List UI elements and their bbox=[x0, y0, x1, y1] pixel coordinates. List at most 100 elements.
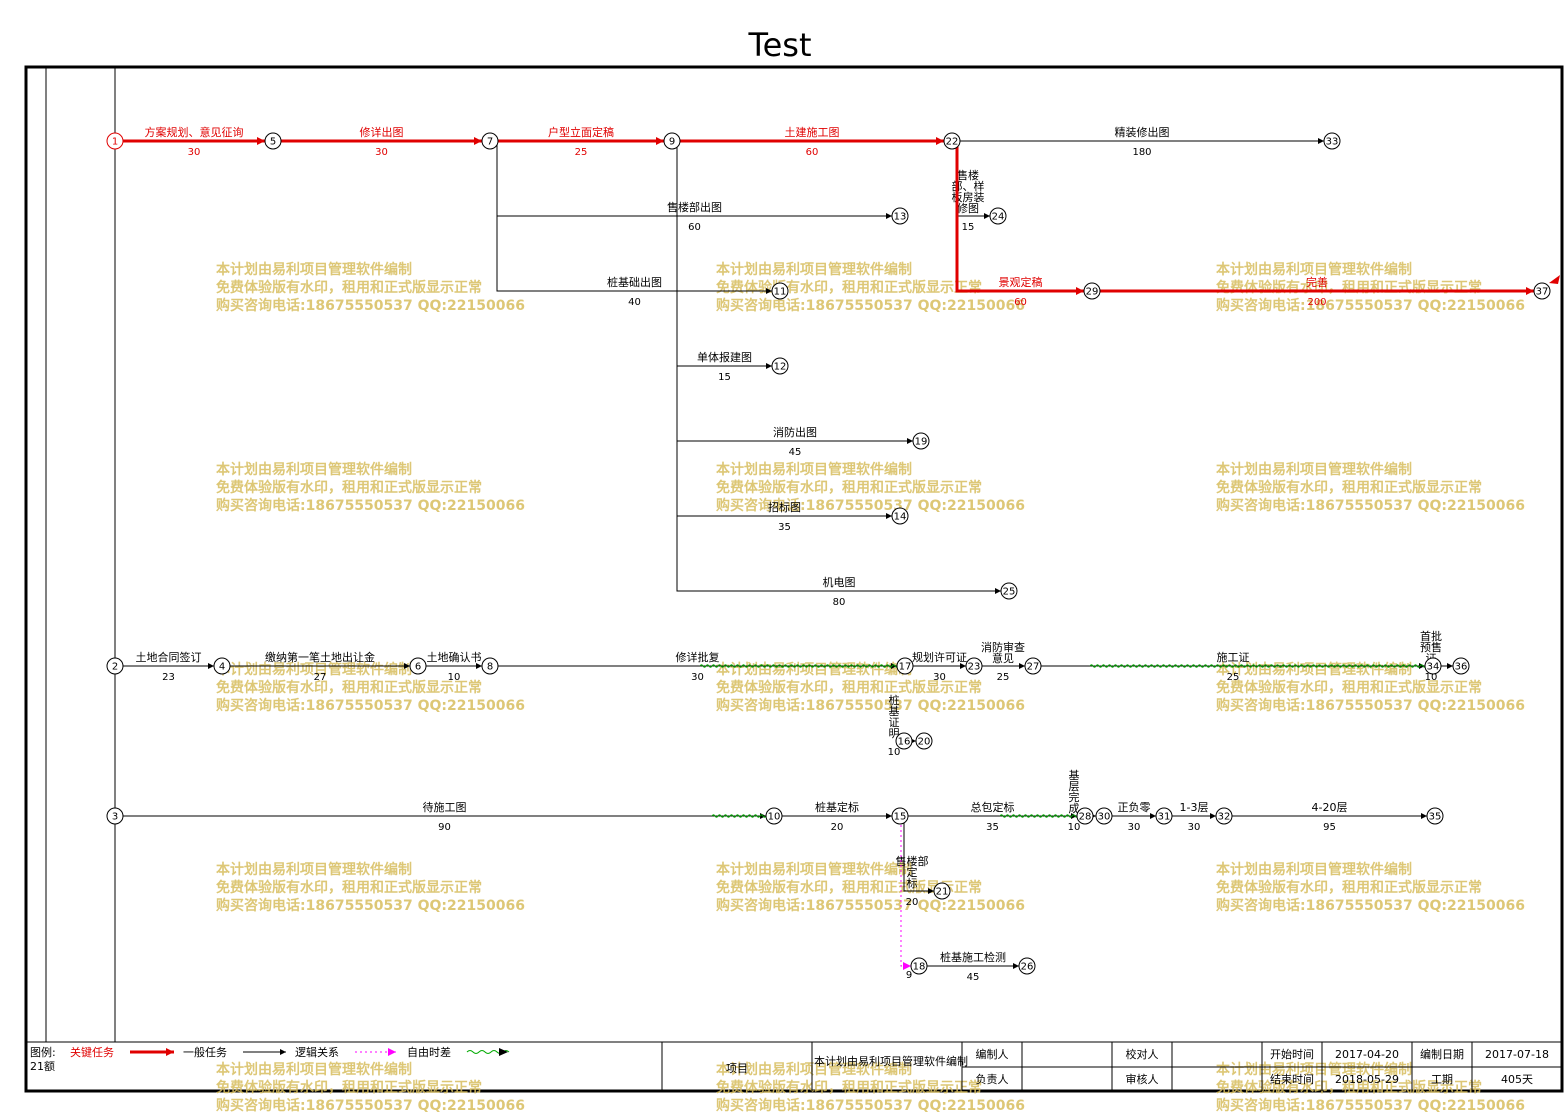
compiler-label: 编制人 bbox=[976, 1047, 1009, 1061]
node-circle bbox=[765, 807, 783, 825]
node-circle bbox=[989, 207, 1007, 225]
node-circle bbox=[1018, 957, 1036, 975]
watermark-text: 购买咨询电话:18675550537 QQ:22150066 bbox=[1216, 897, 1525, 914]
watermark-text: 购买咨询电话:18675550537 QQ:22150066 bbox=[716, 497, 1025, 514]
node-circle bbox=[891, 507, 909, 525]
activity-duration: 10 bbox=[1425, 672, 1438, 683]
activity-arrow: 精装修出图 180 bbox=[960, 125, 1324, 158]
node-circle bbox=[891, 207, 909, 225]
watermark-text: 免费体验版有水印，租用和正式版显示正常 bbox=[1216, 679, 1482, 696]
watermark-text: 购买咨询电话:18675550537 QQ:22150066 bbox=[716, 1097, 1025, 1114]
node-number: 21 bbox=[936, 887, 949, 898]
watermark-text: 免费体验版有水印，租用和正式版显示正常 bbox=[216, 679, 482, 696]
activity-arrow: 售楼部出图 60 bbox=[490, 140, 892, 233]
outer-frame bbox=[24, 65, 1564, 1093]
watermark-text: 购买咨询电话:18675550537 QQ:22150066 bbox=[1216, 1097, 1525, 1114]
node-number: 27 bbox=[1027, 662, 1040, 673]
node-number: 9 bbox=[669, 137, 675, 148]
activity-duration: 90 bbox=[438, 822, 451, 833]
activity-name: 售楼部出图 bbox=[667, 200, 722, 214]
total-float-wave bbox=[999, 814, 1079, 818]
activity-line bbox=[672, 140, 772, 369]
node-number: 31 bbox=[1158, 812, 1171, 823]
activity-name: 精装修出图 bbox=[1115, 125, 1170, 139]
watermark-text: 本计划由易利项目管理软件编制 bbox=[716, 1061, 912, 1078]
watermark-text: 购买咨询电话:18675550537 QQ:22150066 bbox=[216, 697, 525, 714]
node-number: 13 bbox=[894, 212, 907, 223]
activity-name: 标 bbox=[907, 876, 918, 890]
activity-name: 方案规划、意见征询 bbox=[145, 125, 244, 139]
duration-label: 工期 bbox=[1431, 1073, 1453, 1086]
activity-duration: 180 bbox=[1132, 147, 1151, 158]
watermark-text: 免费体验版有水印，租用和正式版显示正常 bbox=[1216, 879, 1482, 896]
event-node: 3 bbox=[106, 807, 124, 825]
activity-name: 定 bbox=[907, 865, 918, 879]
node-number: 8 bbox=[487, 662, 493, 673]
node-number: 5 bbox=[270, 137, 276, 148]
node-number: 32 bbox=[1218, 812, 1231, 823]
activity-name: 土地合同签订 bbox=[136, 650, 202, 664]
node-number: 16 bbox=[898, 737, 911, 748]
activity-duration: 25 bbox=[1227, 672, 1240, 683]
event-node: 2 bbox=[106, 657, 124, 675]
watermark-text: 购买咨询电话:18675550537 QQ:22150066 bbox=[716, 297, 1025, 314]
node-circle bbox=[915, 732, 933, 750]
activity-duration: 45 bbox=[789, 447, 802, 458]
node-circle bbox=[106, 807, 124, 825]
watermark-text: 本计划由易利项目管理软件编制 bbox=[216, 661, 412, 678]
legend-critical: 关键任务 bbox=[70, 1045, 114, 1059]
activity-name: 预售 bbox=[1420, 640, 1442, 654]
node-circle bbox=[264, 132, 282, 150]
end-value: 2018-05-29 bbox=[1335, 1073, 1399, 1086]
node-circle bbox=[1215, 807, 1233, 825]
node-number: 33 bbox=[1326, 137, 1339, 148]
watermark-text: 本计划由易利项目管理软件编制 bbox=[1216, 861, 1412, 878]
watermark-text: 免费体验版有水印，租用和正式版显示正常 bbox=[1216, 479, 1482, 496]
node-circle bbox=[481, 132, 499, 150]
activity-duration: 60 bbox=[688, 222, 701, 233]
node-circle bbox=[1452, 657, 1470, 675]
activity-name: 完 bbox=[1069, 790, 1080, 804]
event-node: 7 bbox=[481, 132, 499, 150]
activity-duration: 30 bbox=[691, 672, 704, 683]
activity-name: 户型立面定稿 bbox=[548, 125, 614, 139]
activity-duration: 60 bbox=[806, 147, 819, 158]
start-label: 开始时间 bbox=[1270, 1047, 1314, 1061]
node-circle bbox=[1426, 807, 1444, 825]
watermark-text: 本计划由易利项目管理软件编制 bbox=[216, 261, 412, 278]
watermark-text: 免费体验版有水印，租用和正式版显示正常 bbox=[216, 479, 482, 496]
reviewer-label: 审核人 bbox=[1126, 1072, 1159, 1086]
event-node: 10 bbox=[765, 807, 783, 825]
event-node: 16 bbox=[895, 732, 913, 750]
activity-duration: 30 bbox=[933, 672, 946, 683]
activity-name: 总包定标 bbox=[971, 800, 1015, 814]
activity-name: 板房装 bbox=[952, 190, 985, 204]
activity-arrow: 规划许可证 30 bbox=[912, 650, 967, 683]
watermark-text: 购买咨询电话:18675550537 QQ:22150066 bbox=[1216, 497, 1525, 514]
event-node: 12 bbox=[771, 357, 789, 375]
node-circle bbox=[1424, 657, 1442, 675]
activity-name: 规划许可证 bbox=[912, 650, 967, 664]
node-number: 3 bbox=[112, 812, 118, 823]
event-node: 32 bbox=[1215, 807, 1233, 825]
node-number: 30 bbox=[1098, 812, 1111, 823]
activity-name: 层 bbox=[1069, 780, 1080, 793]
activity-duration: 30 bbox=[375, 147, 388, 158]
activity-layer: 方案规划、意见征询30修详出图30户型立面定稿25土建施工图60精装修出图180… bbox=[123, 125, 1534, 983]
activity-name: 售楼 bbox=[957, 168, 979, 182]
activity-name: 单体报建图 bbox=[697, 350, 752, 364]
checker-label: 校对人 bbox=[1126, 1047, 1159, 1061]
activity-duration: 95 bbox=[1323, 822, 1336, 833]
activity-name: 土地确认书 bbox=[427, 651, 482, 664]
node-circle bbox=[1076, 807, 1094, 825]
activity-duration: 30 bbox=[1188, 822, 1201, 833]
activity-name: 缴纳第一笔土地出让金 bbox=[265, 650, 375, 664]
node-number: 14 bbox=[894, 512, 907, 523]
